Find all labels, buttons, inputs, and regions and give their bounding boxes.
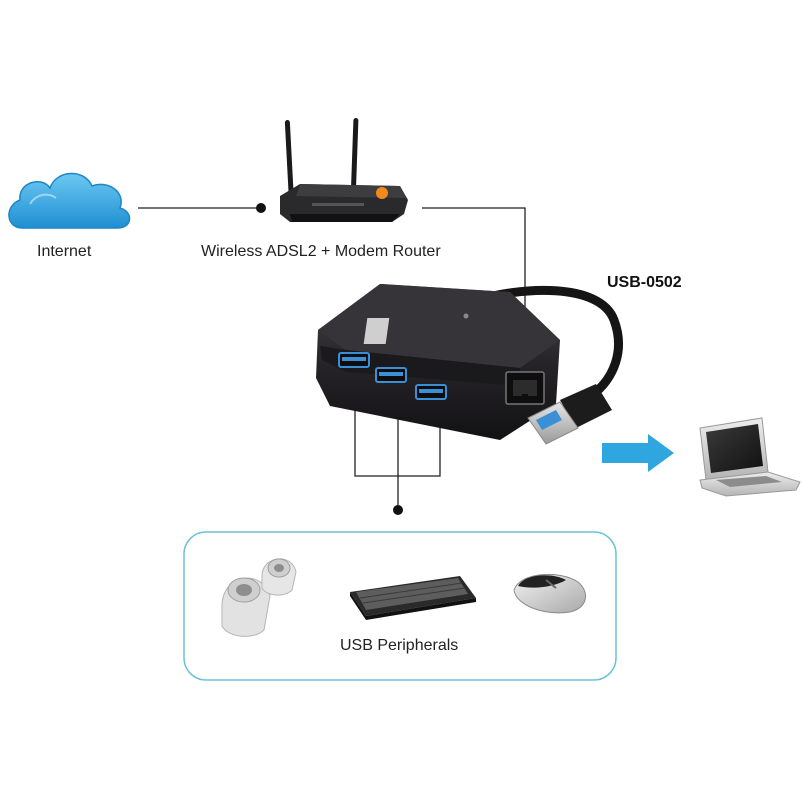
arrow-right-icon <box>602 434 674 472</box>
peripherals-label: USB Peripherals <box>340 637 459 654</box>
usb-cable <box>465 285 623 397</box>
internet-label: Internet <box>37 243 92 260</box>
connector-dot-peripherals <box>393 505 403 515</box>
router-label: Wireless ADSL2 + Modem Router <box>201 243 441 260</box>
cloud-icon <box>8 172 131 229</box>
peripherals-panel <box>183 531 617 681</box>
model-label: USB-0502 <box>607 274 682 291</box>
connector-dot-router <box>256 203 266 213</box>
router-icon <box>280 118 408 222</box>
laptop-icon <box>699 417 801 497</box>
usb-hub-icon <box>316 284 560 440</box>
usb-plug-icon <box>527 384 612 445</box>
speakers-icon <box>221 558 297 637</box>
mouse-icon <box>513 573 586 614</box>
keyboard-icon <box>350 576 476 620</box>
